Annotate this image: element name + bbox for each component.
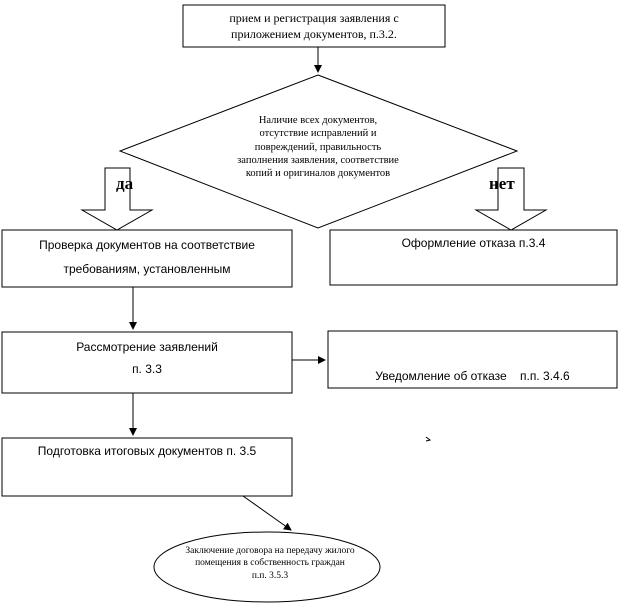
verification-box <box>1 229 293 288</box>
verification-line-1: Проверка документов на соответствие <box>39 238 255 252</box>
decision-diamond <box>118 74 519 229</box>
contract-text: Заключение договора на передачу жилого п… <box>170 545 370 582</box>
contract-line-2: помещения в собственность граждан <box>195 558 345 569</box>
decision-line-5: копий и оригиналов документов <box>245 168 391 180</box>
review-line-1: Рассмотрение заявлений <box>76 340 218 354</box>
final-docs-line-1: Подготовка итоговых документов п. 3.5 <box>37 444 257 458</box>
refusal-notice-box <box>327 330 618 389</box>
reception-box <box>182 4 446 48</box>
no-label: нет <box>489 174 515 193</box>
decision-line-4: заполнения заявления, соответствие <box>237 154 399 166</box>
refusal-notice-text: Уведомление об отказе п.п. 3.4.6 <box>328 338 617 400</box>
contract-line-3: п.п. 3.5.3 <box>251 570 289 581</box>
decision-line-1: Наличие всех документов, <box>258 115 378 126</box>
final-docs-box <box>1 437 293 497</box>
reception-line-2: приложением документов, п.3.2. <box>231 26 397 41</box>
review-line-2: п. 3.3 <box>132 362 162 376</box>
stray-mark <box>425 436 432 442</box>
no-block-arrow <box>474 167 548 231</box>
reception-line-1: прием и регистрация заявления с <box>229 11 399 25</box>
decision-line-3: повреждений, правильность <box>254 141 382 153</box>
yes-block-arrow <box>80 167 154 231</box>
refusal-line-1: Оформление отказа п.3.4 <box>401 236 546 250</box>
refusal-text: Оформление отказа п.3.4 <box>330 236 617 252</box>
verification-text: Проверка документов на соответствие треб… <box>2 233 292 281</box>
review-text: Рассмотрение заявлений п. 3.3 <box>2 336 292 380</box>
decision-text: Наличие всех документов, отсутствие испр… <box>200 114 436 181</box>
contract-ellipse <box>153 531 381 603</box>
refusal-box <box>329 229 618 286</box>
review-box <box>1 331 293 394</box>
yes-label: да <box>116 174 134 193</box>
refusal-notice-line-1: Уведомление об отказе п.п. 3.4.6 <box>375 369 570 384</box>
contract-line-1: Заключение договора на передачу жилого <box>185 546 355 556</box>
verification-line-2: требованиям, установленным <box>63 262 231 276</box>
decision-line-2: отсутствие исправлений и <box>259 128 377 140</box>
reception-text: прием и регистрация заявления с приложен… <box>183 11 445 42</box>
final-docs-text: Подготовка итоговых документов п. 3.5 <box>2 444 292 460</box>
arrow-final-docs-to-contract <box>242 495 292 531</box>
